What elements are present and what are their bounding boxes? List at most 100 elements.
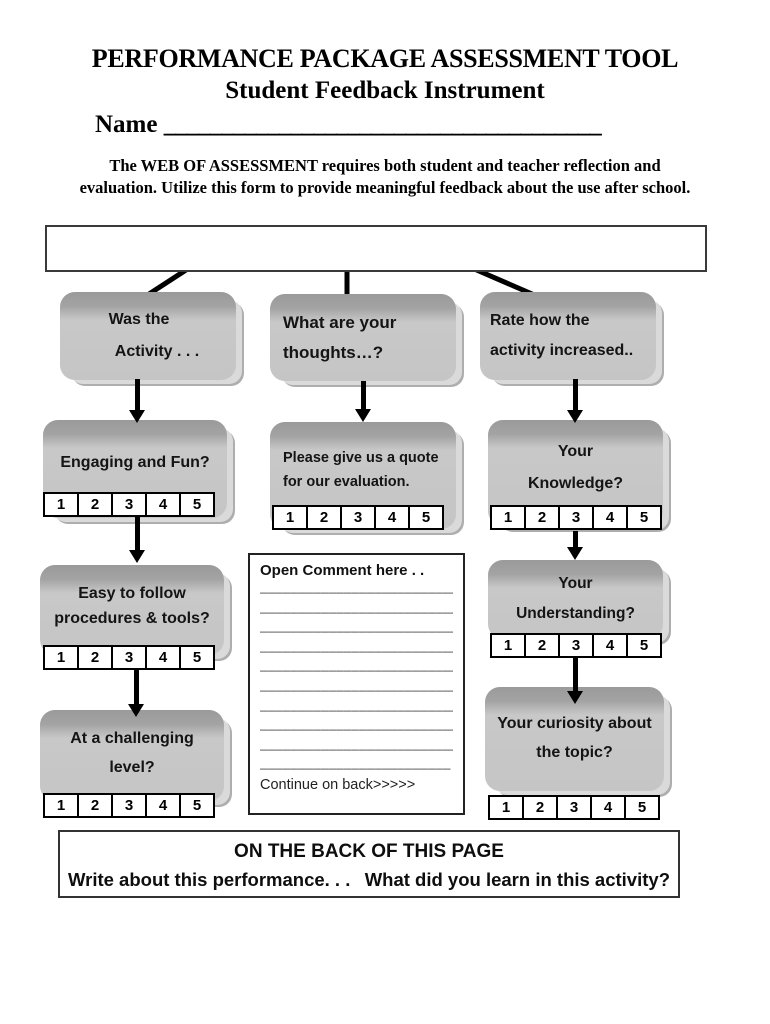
down-arrow-icon [129,379,145,423]
flow-box-text: Your [557,443,594,460]
comment-write-line[interactable]: ___________________________ [260,735,453,751]
rating-cell-1[interactable]: 1 [272,505,308,530]
rating-cell-5[interactable]: 5 [626,633,662,658]
rating-cell-1[interactable]: 1 [490,633,526,658]
intro-line-2: evaluation. Utilize this form to provide… [79,178,691,198]
rating-cell-4[interactable]: 4 [374,505,410,530]
rating-cell-3[interactable]: 3 [111,492,147,517]
rating-cell-3[interactable]: 3 [558,633,594,658]
flow-box-was-the-activity: Was the Activity . . . [60,292,236,380]
rating-cell-4[interactable]: 4 [145,645,181,670]
rating-cell-2[interactable]: 2 [77,492,113,517]
comment-write-line[interactable]: ___________________________ [260,618,453,634]
rating-scale-understanding: 1 2 3 4 5 [490,633,662,658]
rating-cell-3[interactable]: 3 [556,795,592,820]
down-arrow-icon [567,379,583,423]
rating-cell-5[interactable]: 5 [624,795,660,820]
flow-box-text: Please give us a quote [283,450,439,467]
rating-cell-1[interactable]: 1 [43,492,79,517]
rating-cell-1[interactable]: 1 [488,795,524,820]
comment-write-line[interactable]: ___________________________ [260,637,453,653]
rating-cell-4[interactable]: 4 [145,492,181,517]
comment-box-title: Open Comment here . . [260,562,425,579]
rating-cell-3[interactable]: 3 [558,505,594,530]
rating-cell-2[interactable]: 2 [306,505,342,530]
rating-cell-1[interactable]: 1 [43,645,79,670]
flow-box-text: Your [558,575,593,593]
rating-cell-4[interactable]: 4 [592,633,628,658]
down-arrow-icon [567,531,583,560]
rating-cell-1[interactable]: 1 [43,793,79,818]
rating-cell-2[interactable]: 2 [77,645,113,670]
flow-box-curiosity-about-topic: Your curiosity about the topic? [485,687,664,791]
rating-cell-1[interactable]: 1 [490,505,526,530]
rating-cell-3[interactable]: 3 [111,793,147,818]
flow-box-text: the topic? [536,744,613,761]
rating-cell-5[interactable]: 5 [408,505,444,530]
rating-cell-4[interactable]: 4 [590,795,626,820]
intro-line-1: The WEB OF ASSESSMENT requires both stud… [109,156,661,175]
rating-cell-3[interactable]: 3 [340,505,376,530]
rating-scale-knowledge: 1 2 3 4 5 [490,505,662,530]
flow-box-text: procedures & tools? [54,610,210,627]
open-comment-box[interactable]: Open Comment here . . __________________… [248,553,465,815]
rating-cell-5[interactable]: 5 [626,505,662,530]
down-arrow-icon [567,657,583,704]
intro-paragraph: The WEB OF ASSESSMENT requires both stud… [0,155,770,200]
rating-scale-challenging: 1 2 3 4 5 [43,793,215,818]
rating-scale-curiosity: 1 2 3 4 5 [488,795,660,820]
flow-box-text: Understanding? [516,604,635,622]
down-arrow-icon [355,381,371,422]
comment-write-line[interactable]: ___________________________ [260,579,453,594]
comment-write-line[interactable]: ___________________________ [260,657,453,673]
flow-box-what-are-your-thoughts: What are your thoughts…? [270,294,456,381]
comment-write-line[interactable]: ___________________________ [260,716,453,732]
down-arrow-icon [129,516,145,563]
rating-cell-5[interactable]: 5 [179,492,215,517]
name-label: Name [95,111,158,138]
flow-box-text: Rate how the [490,312,590,330]
rating-cell-4[interactable]: 4 [145,793,181,818]
comment-write-line[interactable]: ___________________________ [260,598,453,614]
rating-cell-5[interactable]: 5 [179,645,215,670]
rating-cell-2[interactable]: 2 [524,633,560,658]
back-of-page-box: ON THE BACK OF THIS PAGE Write about thi… [58,830,680,898]
rating-scale-engaging: 1 2 3 4 5 [43,492,215,517]
rating-scale-quote: 1 2 3 4 5 [272,505,444,530]
write-about-performance-text: Write about this performance. . . [68,869,351,890]
flow-box-easy-to-follow: Easy to follow procedures & tools? [40,565,224,655]
flow-box-text: level? [109,758,155,776]
flow-box-your-understanding: Your Understanding? [488,560,663,639]
rating-scale-easy-to-follow: 1 2 3 4 5 [43,645,215,670]
flow-box-text: Your curiosity about [497,715,652,733]
rating-cell-2[interactable]: 2 [522,795,558,820]
rating-cell-2[interactable]: 2 [77,793,113,818]
flow-box-text: Was the [108,311,170,328]
comment-write-line[interactable]: ___________________________ [260,696,453,712]
back-of-page-heading: ON THE BACK OF THIS PAGE [234,841,504,862]
top-empty-box[interactable] [45,225,707,272]
comment-write-line[interactable]: ___________________________ [260,676,453,692]
what-did-you-learn-text: What did you learn in this activity? [364,869,670,890]
page-title: PERFORMANCE PACKAGE ASSESSMENT TOOL [91,44,679,73]
comment-write-line[interactable]: _________________________ [260,755,451,771]
rating-cell-4[interactable]: 4 [592,505,628,530]
rating-cell-3[interactable]: 3 [111,645,147,670]
page-subtitle: Student Feedback Instrument [225,77,545,104]
flow-box-text: Activity . . . [114,343,200,360]
flow-box-text: activity increased.. [490,342,634,359]
name-blank-line[interactable]: ______________________________________ [163,111,602,138]
flow-box-text: Engaging and Fun? [60,454,210,471]
continue-on-back-note: Continue on back>>>>> [260,776,416,793]
flow-box-text: for our evaluation. [283,473,410,490]
name-field-row: Name ___________________________________… [95,111,770,139]
down-arrow-icon [128,669,144,717]
flow-box-text: What are your [283,312,397,332]
rating-cell-5[interactable]: 5 [179,793,215,818]
rating-cell-2[interactable]: 2 [524,505,560,530]
flow-box-text: Knowledge? [527,475,624,492]
flow-box-rate-how-increased: Rate how the activity increased.. [480,292,656,380]
flow-box-text: At a challenging [70,729,194,747]
flow-box-text: thoughts…? [283,342,384,362]
